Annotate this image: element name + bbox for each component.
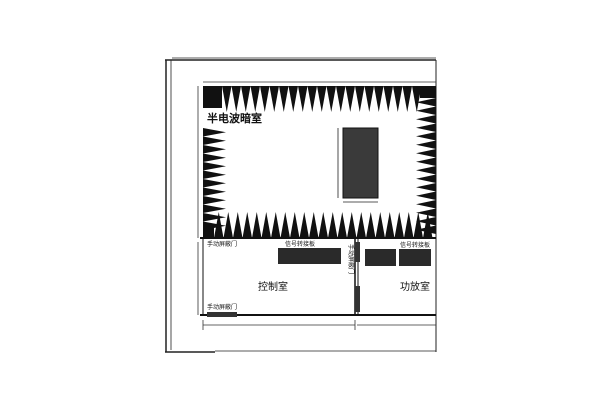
absorber-cone (309, 212, 319, 238)
door-block-mid-2 (355, 286, 360, 312)
absorber-cone (413, 212, 423, 238)
absorber-cone (356, 212, 366, 238)
control-room-label: 控制室 (258, 280, 288, 293)
absorber-cone (222, 86, 232, 112)
absorber-cone (416, 157, 436, 166)
absorber-cone (404, 212, 414, 238)
absorber-cone (203, 128, 226, 137)
absorber-cone (416, 98, 436, 107)
door-label-2: 手动屏蔽门 (207, 303, 237, 311)
absorber-cone (416, 132, 436, 141)
absorber-cone (203, 213, 226, 222)
absorber-cone (203, 136, 226, 145)
absorber-cone (355, 86, 365, 112)
door-label-1: 手动屏蔽门 (207, 240, 237, 248)
absorber-cone (260, 86, 270, 112)
absorber-cone (416, 106, 436, 115)
absorber-cone (203, 228, 214, 238)
absorber-cone (233, 212, 243, 238)
absorber-cone (416, 174, 436, 183)
absorber-cone (261, 212, 271, 238)
absorber-cone (385, 212, 395, 238)
absorber-cone (280, 212, 290, 238)
absorber-cone (416, 140, 436, 149)
door-block-mid (355, 242, 360, 262)
absorber-cone (203, 86, 222, 108)
turntable (342, 127, 379, 199)
absorber-cone (250, 86, 260, 112)
absorber-cone (416, 123, 436, 132)
absorber-cone (223, 212, 233, 238)
absorber-cone (252, 212, 262, 238)
absorber-cone (203, 221, 226, 230)
signal-panel-label-1: 信号转接板 (285, 240, 315, 248)
signal-panel-amp-1 (365, 249, 396, 266)
absorber-cone (299, 212, 309, 238)
absorber-cones (203, 86, 436, 238)
absorber-cone (416, 208, 436, 217)
absorber-cone (203, 196, 226, 205)
absorber-cone (271, 212, 281, 238)
absorber-cone (412, 86, 422, 112)
chamber-label: 半电波暗室 (207, 111, 262, 125)
absorber-cone (416, 200, 436, 209)
absorber-cone (416, 166, 436, 175)
absorber-cone (203, 204, 226, 213)
absorber-cone (416, 183, 436, 192)
absorber-cone (347, 212, 357, 238)
dimension-lines (197, 81, 436, 330)
absorber-cone (203, 153, 226, 162)
signal-panel-amp-2 (399, 249, 431, 266)
absorber-cone (328, 212, 338, 238)
absorber-cone (203, 179, 226, 188)
absorber-cone (318, 212, 328, 238)
signal-panel-label-2: 信号转接板 (400, 241, 430, 249)
door-block (207, 312, 237, 317)
absorber-cone (307, 86, 317, 112)
absorber-cone (416, 149, 436, 158)
absorber-cone (269, 86, 279, 112)
absorber-cone (203, 170, 226, 179)
absorber-cone (375, 212, 385, 238)
absorber-cone (203, 145, 226, 154)
absorber-cone (336, 86, 346, 112)
absorber-cone (383, 86, 393, 112)
absorber-cone (241, 86, 251, 112)
absorber-cone (416, 191, 436, 200)
absorber-cone (394, 212, 404, 238)
absorber-cone (374, 86, 384, 112)
absorber-cone (242, 212, 252, 238)
absorber-cone (317, 86, 327, 112)
absorber-cone (345, 86, 355, 112)
absorber-cone (231, 86, 241, 112)
absorber-cone (337, 212, 347, 238)
absorber-cone (326, 86, 336, 112)
absorber-cone (298, 86, 308, 112)
absorber-cone (288, 86, 298, 112)
door-label-3: 手动屏蔽门 (347, 244, 355, 274)
absorber-cone (420, 86, 436, 98)
absorber-cone (203, 187, 226, 196)
amp-room-label: 功放室 (400, 280, 430, 293)
absorber-cone (364, 86, 374, 112)
absorber-cone (203, 162, 226, 171)
absorber-cone (416, 217, 436, 226)
absorber-cone (416, 115, 436, 124)
signal-panel-control (278, 248, 341, 264)
absorber-cone (393, 86, 403, 112)
absorber-cone (416, 225, 436, 234)
absorber-cone (290, 212, 300, 238)
absorber-cone (366, 212, 376, 238)
absorber-cone (402, 86, 412, 112)
absorber-cone (279, 86, 289, 112)
